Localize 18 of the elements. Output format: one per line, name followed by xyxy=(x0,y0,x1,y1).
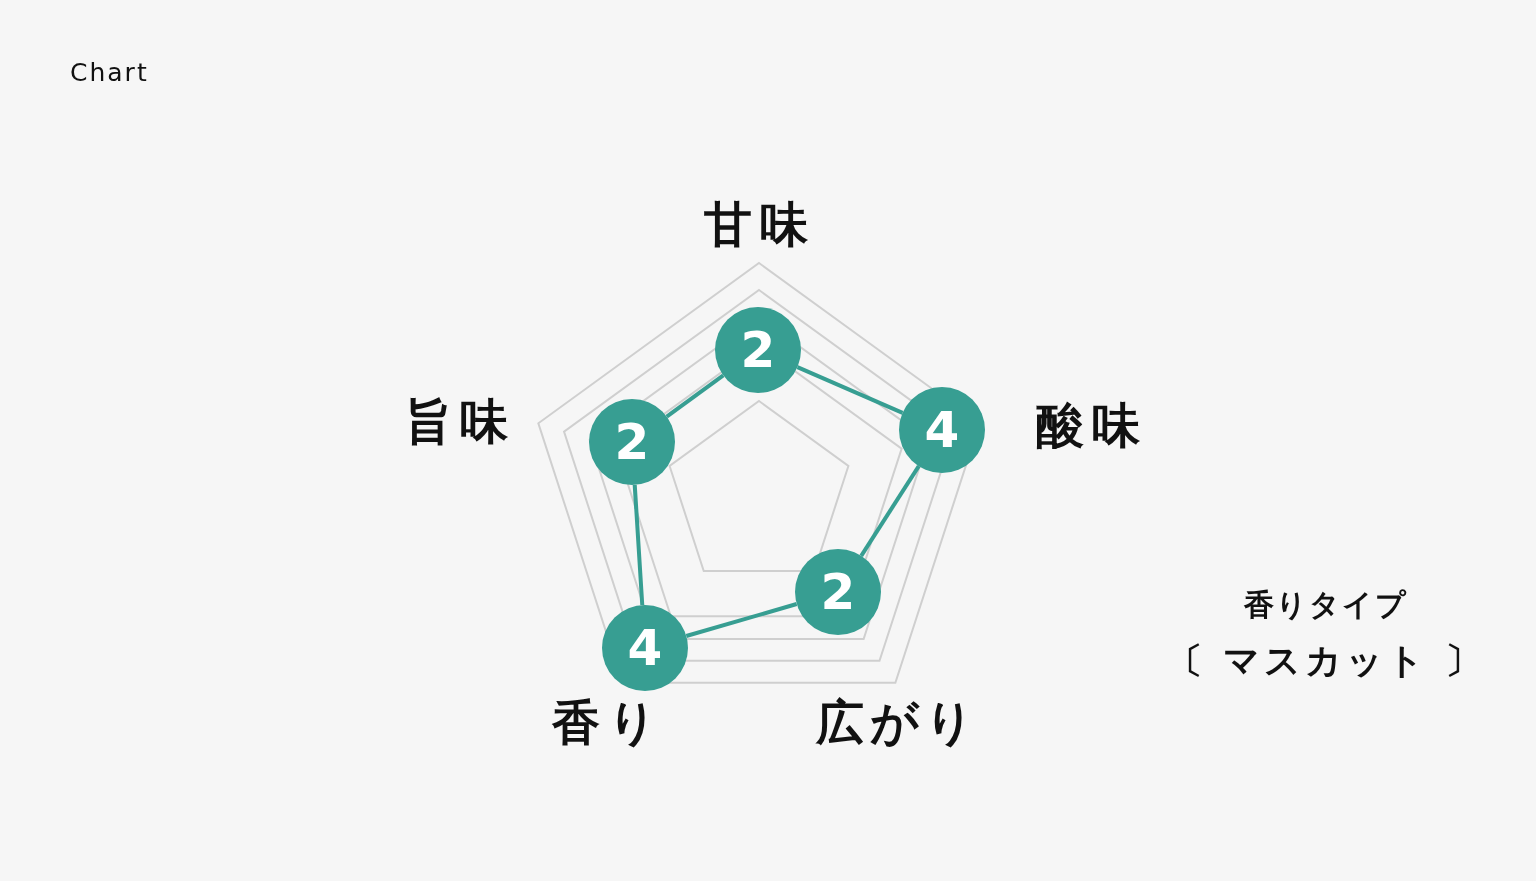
connector-line xyxy=(796,365,904,415)
aroma-type-label: 〔 マスカット 〕 xyxy=(1166,638,1486,683)
chart-title: Chart xyxy=(70,58,149,87)
score-circle: 4 xyxy=(899,387,985,473)
connector-line xyxy=(859,465,921,557)
score-circle: 2 xyxy=(795,549,881,635)
connector-line xyxy=(632,484,645,606)
axis-label: 広がり xyxy=(816,693,980,752)
axis-label: 酸味 xyxy=(1036,396,1148,455)
axis-label: 香り xyxy=(551,693,665,752)
score-circle: 2 xyxy=(589,399,675,485)
connector-line xyxy=(685,602,798,638)
score-circle: 2 xyxy=(715,307,801,393)
score-circle: 4 xyxy=(602,605,688,691)
aroma-type-label: 香りタイプ xyxy=(1244,585,1408,624)
axis-label: 甘味 xyxy=(704,195,816,254)
axis-label: 旨味 xyxy=(404,392,516,451)
connector-line xyxy=(665,373,725,419)
